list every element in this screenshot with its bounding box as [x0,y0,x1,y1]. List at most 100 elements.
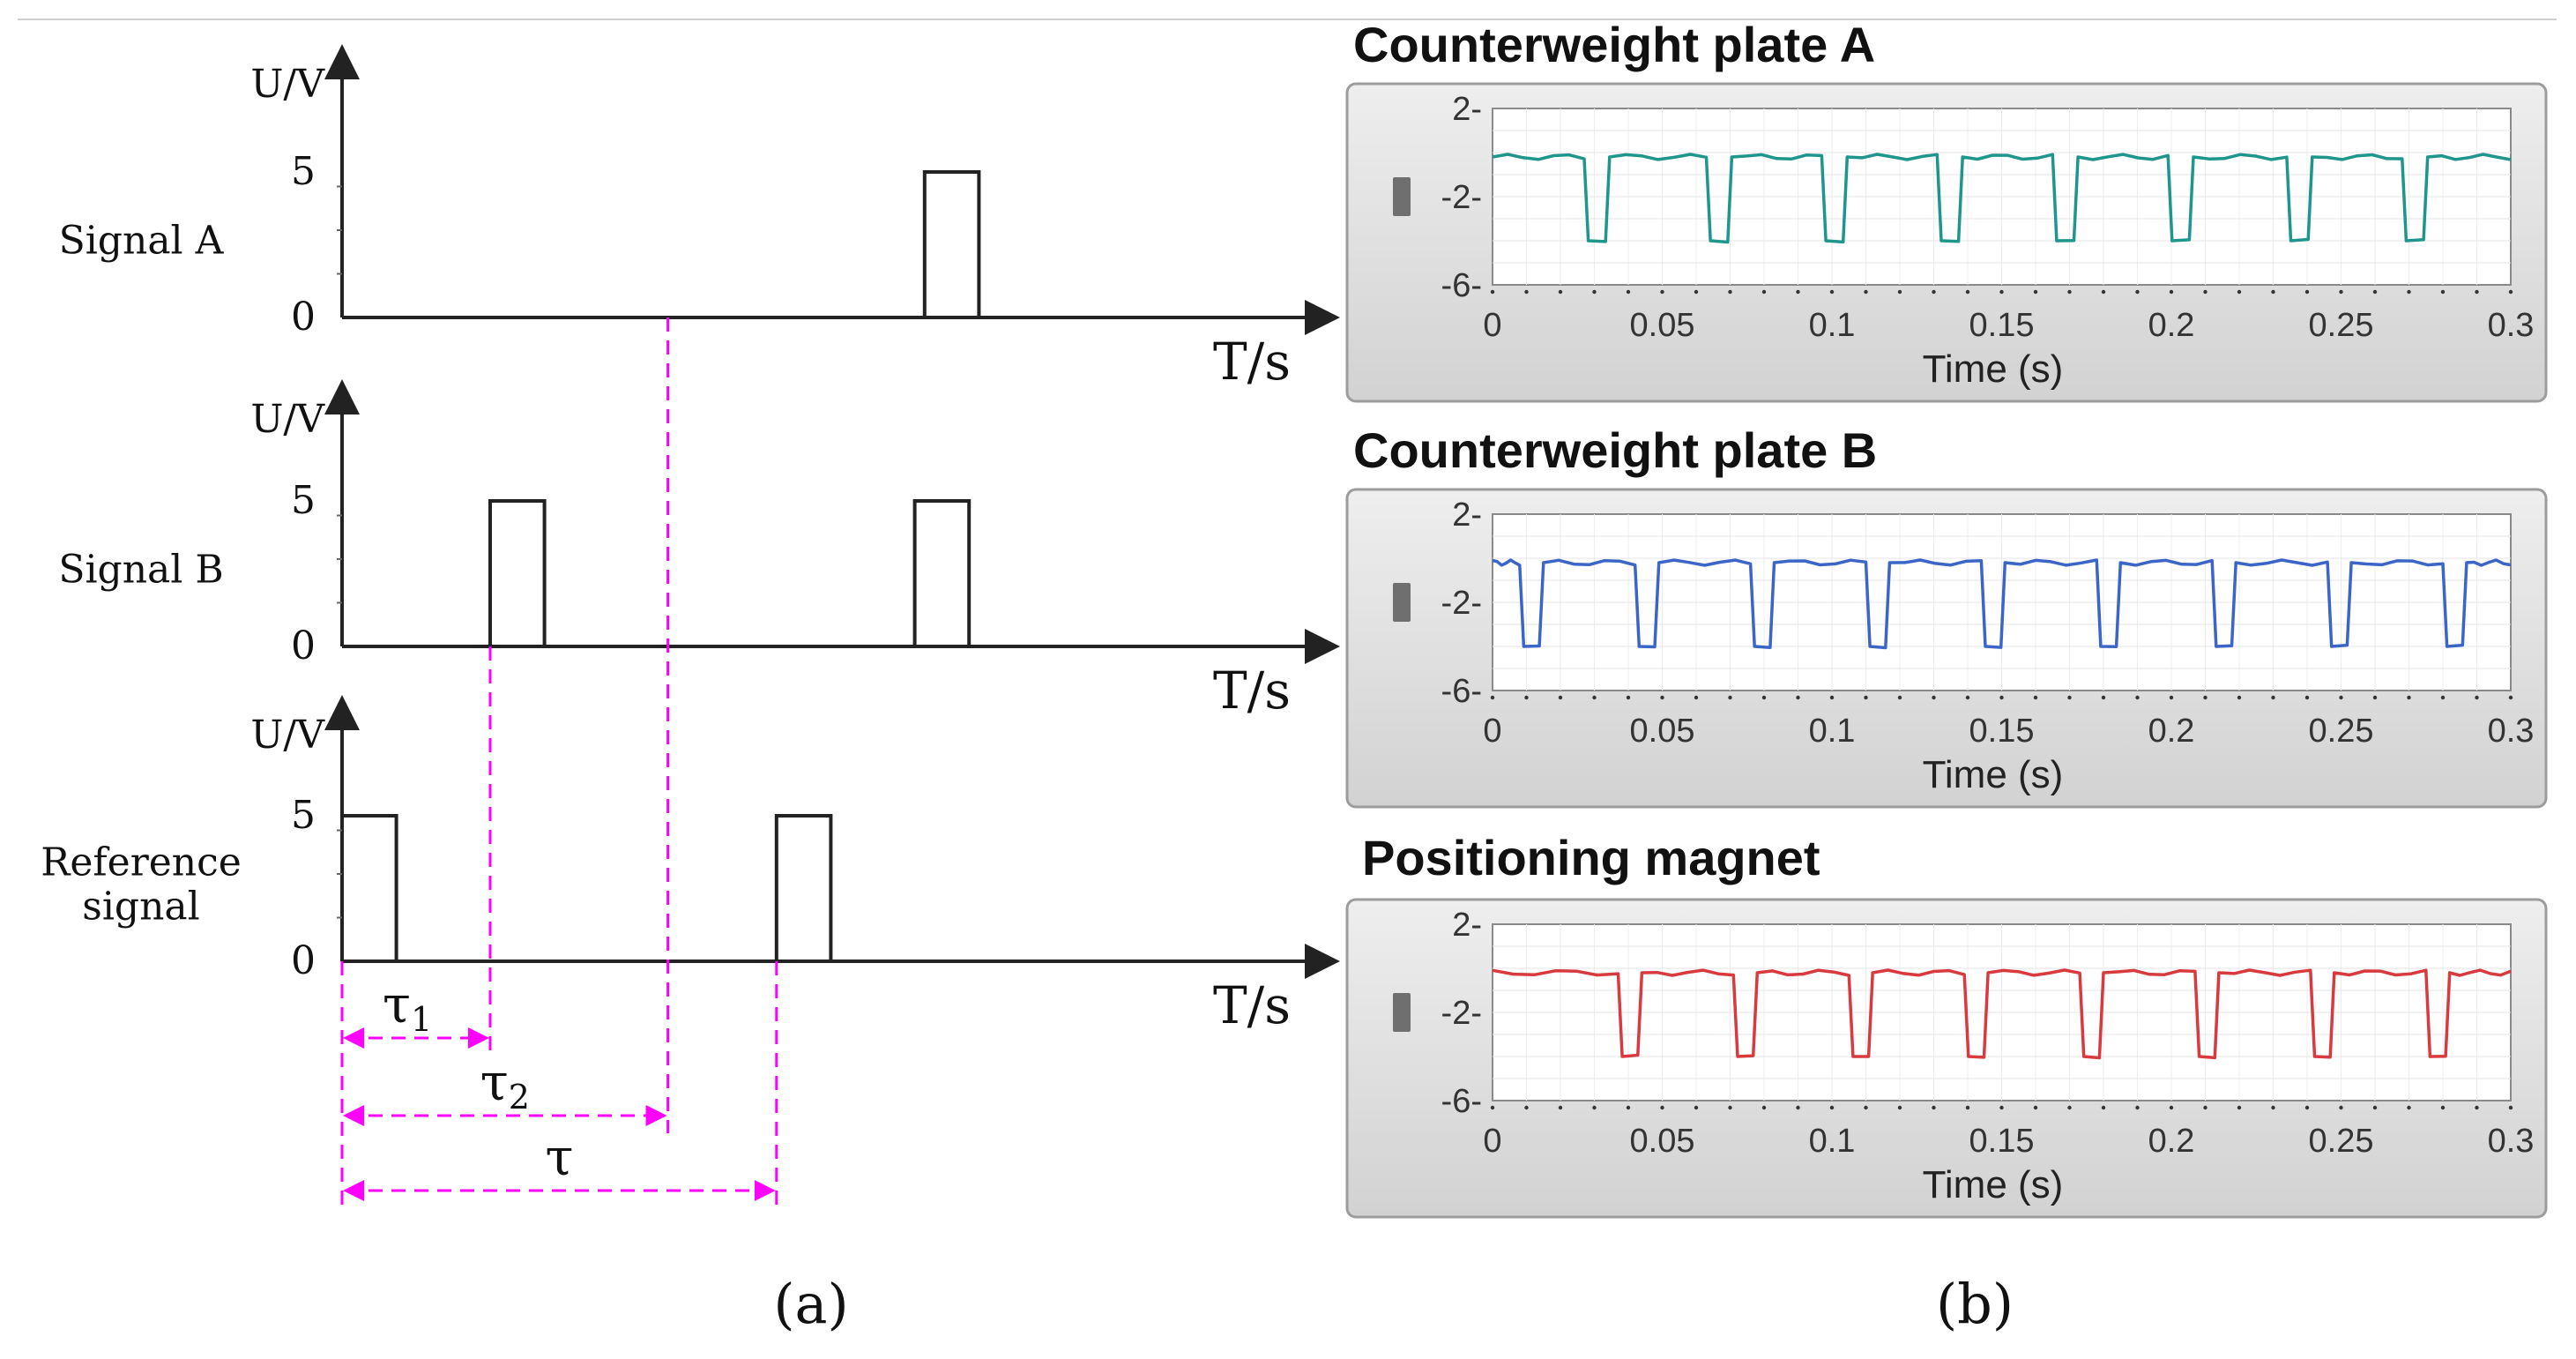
x-minor-tick [1592,695,1597,700]
tick-label-0: 0 [291,938,316,983]
x-minor-tick [2135,289,2140,295]
x-minor-tick [1524,289,1529,295]
x-minor-tick [2304,695,2310,700]
y-tick-label: -2- [1441,585,1482,622]
y-unit-label: U/V [250,397,325,442]
x-tick-label: 0.05 [1630,713,1695,750]
x-minor-tick [2372,695,2378,700]
x-minor-tick [1660,1105,1664,1110]
x-minor-tick [2304,289,2310,295]
x-minor-tick [2339,289,2343,295]
x-minor-tick [2067,1105,2072,1110]
x-minor-tick [1897,1105,1902,1110]
x-tick-label: 0.2 [2148,1123,2195,1160]
chinese-amplitude-label-icon [1393,583,1411,622]
waveform-series [1492,968,2512,1060]
x-minor-tick [1829,289,1835,295]
x-minor-tick [2508,1105,2513,1110]
x-minor-tick [2440,1105,2446,1110]
x-minor-tick [1897,695,1902,700]
panel-b-caption: (b) [1936,1272,2014,1336]
x-minor-tick [1965,1105,1970,1110]
x-minor-tick [2271,289,2275,295]
x-tick-label: 0.3 [2488,1123,2535,1160]
x-minor-tick [2339,695,2343,700]
y-tick-label: -6- [1441,673,1482,710]
x-tick-label: 0 [1483,713,1501,750]
signal-label: Signal A [59,219,225,264]
x-tick-label: 0.15 [1969,1123,2035,1160]
x-minor-tick [1796,289,1800,295]
x-minor-tick [2271,1105,2275,1110]
x-minor-tick [1864,289,1868,295]
x-minor-tick [1864,1105,1868,1110]
y-tick-label: -6- [1441,1083,1482,1120]
x-minor-tick [2237,289,2242,295]
tick-label-5: 5 [291,478,316,523]
x-minor-tick [2237,695,2242,700]
x-tick-label: 0.05 [1630,307,1695,344]
x-minor-tick [2203,1105,2207,1110]
x-tick-label: 0.05 [1630,1123,1695,1160]
x-minor-tick [2169,1105,2174,1110]
x-minor-tick [1796,695,1800,700]
x-minor-tick [1558,1105,1563,1110]
x-minor-tick [2169,695,2174,700]
x-minor-tick [2101,695,2106,700]
x-minor-tick [1660,289,1664,295]
x-axis-label: Time (s) [1923,753,2064,796]
x-tick-label: 0.1 [1809,307,1856,344]
x-minor-tick [1490,695,1495,700]
chart-title: Positioning magnet [1362,830,1820,885]
x-tick-label: 0.1 [1809,713,1856,750]
chinese-amplitude-label-icon [1393,993,1411,1032]
x-tick-label: 0.3 [2488,307,2535,344]
x-minor-tick [1694,1105,1699,1110]
x-minor-tick [1965,289,1970,295]
x-minor-tick [2271,695,2275,700]
x-minor-tick [2169,289,2174,295]
x-minor-tick [1728,695,1732,700]
x-minor-tick [1761,289,1767,295]
x-minor-tick [2101,1105,2106,1110]
x-minor-tick [2407,289,2411,295]
signal-label: Signal B [58,548,223,593]
y-tick-label: -2- [1441,995,1482,1032]
x-tick-label: 0.15 [1969,713,2035,750]
x-tick-label: 0 [1483,1123,1501,1160]
x-minor-tick [1626,1105,1631,1110]
x-minor-tick [1897,289,1902,295]
x-tick-label: 0.25 [2309,307,2374,344]
x-minor-tick [2508,695,2513,700]
x-minor-tick [2033,695,2038,700]
x-minor-tick [2372,1105,2378,1110]
y-tick-label: -2- [1441,179,1482,216]
signal-label: Reference [41,840,242,885]
waveform-series [1492,153,2512,244]
x-minor-tick [1965,695,1970,700]
x-minor-tick [1626,695,1631,700]
delay-subscript: 1 [411,1000,432,1039]
x-minor-tick [1490,289,1495,295]
tick-label-5: 5 [291,793,316,838]
chart-title: Counterweight plate A [1353,17,1875,72]
tick-label-0: 0 [291,295,316,340]
x-tick-label: 0.2 [2148,713,2195,750]
x-minor-tick [2203,695,2207,700]
x-minor-tick [1524,1105,1529,1110]
x-tick-label: 0 [1483,307,1501,344]
x-tick-label: 0.25 [2309,1123,2374,1160]
x-minor-tick [2407,1105,2411,1110]
x-minor-tick [1999,289,2004,295]
x-minor-tick [1490,1105,1495,1110]
x-minor-tick [2237,1105,2242,1110]
delay-label: τ2 [480,1052,530,1116]
x-tick-label: 0.1 [1809,1123,1856,1160]
signal-pulse [774,814,833,961]
x-minor-tick [2339,1105,2343,1110]
